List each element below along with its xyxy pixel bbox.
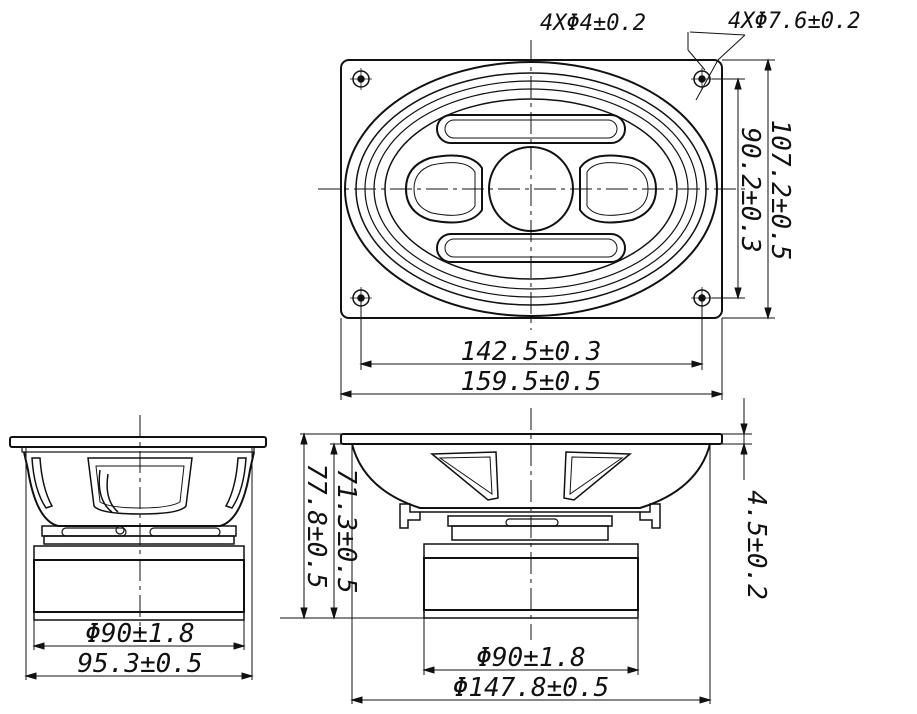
side-view-right <box>340 408 723 640</box>
left-flange <box>9 436 267 448</box>
cone-lobe-left-inner <box>413 162 476 216</box>
right-terminal-right <box>639 503 661 529</box>
left-basket <box>23 451 255 527</box>
left-basket-window-right <box>224 457 247 509</box>
right-dimensions <box>280 398 752 704</box>
right-basket-window-right <box>563 451 633 501</box>
hole-leaders <box>687 31 746 101</box>
left-magnet <box>33 545 245 561</box>
label-width-inner: 142.5±0.3 <box>461 337 602 367</box>
right-terminal-left <box>399 503 421 529</box>
label-width-outer: 159.5±0.5 <box>461 367 602 397</box>
mounting-hole-top-left <box>350 68 372 90</box>
label-hole-large: 4XΦ7.6±0.2 <box>728 9 860 34</box>
top-view <box>318 40 745 330</box>
right-basket <box>351 443 711 509</box>
left-basket-window-left <box>31 457 54 509</box>
cone-lobe-left <box>404 154 483 224</box>
label-flange-thickness: 4.5±0.2 <box>741 490 771 600</box>
cone-lobe-right <box>579 154 658 224</box>
label-right-height-inner: 71.3±0.5 <box>331 468 361 593</box>
right-basket-window-left <box>429 451 499 501</box>
side-view-left <box>9 415 267 640</box>
label-left-magnet: Φ90±1.8 <box>85 619 195 649</box>
label-hole-small: 4XΦ4±0.2 <box>540 11 646 36</box>
right-yoke-plate <box>447 515 613 527</box>
label-right-magnet: Φ90±1.8 <box>476 643 586 673</box>
label-left-depth: 95.3±0.5 <box>77 649 202 679</box>
left-dimensions <box>24 447 254 680</box>
label-height-outer: 107.2±0.5 <box>765 120 795 261</box>
label-frame-diameter: Φ147.8±0.5 <box>453 673 610 703</box>
mounting-hole-top-right <box>691 68 713 90</box>
label-right-height-outer: 77.8±0.5 <box>301 463 331 588</box>
label-height-inner: 90.2±0.3 <box>735 127 765 252</box>
right-vent-slot <box>505 518 559 527</box>
cone-lobe-right-inner <box>586 162 649 216</box>
top-view-dimensions <box>339 58 775 400</box>
